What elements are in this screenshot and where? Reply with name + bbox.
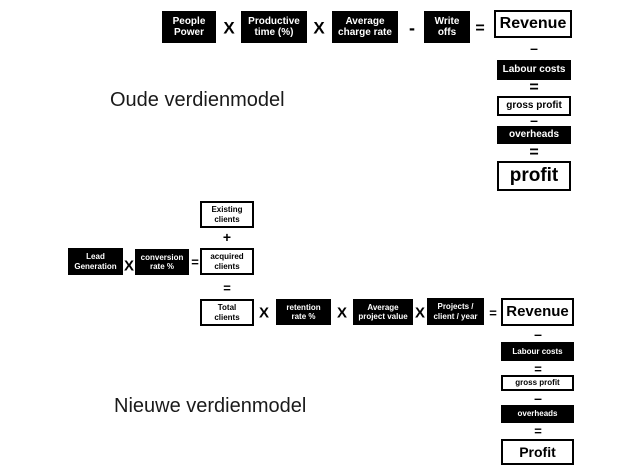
equals-operator: = bbox=[489, 305, 497, 321]
minus-operator: - bbox=[409, 18, 415, 38]
multiply-operator: X bbox=[336, 304, 348, 322]
profit-box-new: Profit bbox=[501, 439, 574, 465]
write-offs-box: Write offs bbox=[424, 11, 470, 43]
equals-operator: = bbox=[534, 423, 542, 439]
plus-operator: + bbox=[222, 229, 232, 245]
equals-operator: = bbox=[475, 20, 485, 37]
equals-operator: = bbox=[191, 254, 199, 270]
total-clients-box: Total clients bbox=[200, 299, 254, 326]
oude-verdienmodel-caption: Oude verdienmodel bbox=[110, 89, 285, 111]
retention-rate-box: retention rate % bbox=[276, 299, 331, 325]
gross-profit-box: gross profit bbox=[497, 96, 571, 116]
gross-profit-box-new: gross profit bbox=[501, 375, 574, 391]
nieuwe-verdienmodel-caption: Nieuwe verdienmodel bbox=[114, 395, 307, 417]
equals-operator: = bbox=[529, 144, 539, 161]
subtract-operator: – bbox=[534, 326, 542, 342]
average-project-value-box: Average project value bbox=[353, 299, 413, 325]
labour-costs-box: Labour costs bbox=[497, 60, 571, 80]
profit-box: profit bbox=[497, 161, 571, 191]
overheads-box-new: overheads bbox=[501, 405, 574, 423]
average-charge-rate-box: Average charge rate bbox=[332, 11, 398, 43]
overheads-box: overheads bbox=[497, 126, 571, 144]
equals-operator: = bbox=[534, 361, 542, 377]
productive-time-box: Productive time (%) bbox=[241, 11, 307, 43]
multiply-operator: X bbox=[414, 304, 426, 322]
multiply-operator: X bbox=[123, 257, 135, 275]
revenue-box-new: Revenue bbox=[501, 298, 574, 326]
subtract-operator: – bbox=[534, 390, 542, 406]
acquired-clients-box: acquired clients bbox=[200, 248, 254, 275]
multiply-operator: X bbox=[258, 304, 270, 322]
projects-per-client-box: Projects / client / year bbox=[427, 298, 484, 325]
conversion-rate-box: conversion rate % bbox=[135, 249, 189, 275]
multiply-operator: X bbox=[313, 18, 325, 38]
equals-operator: = bbox=[223, 280, 231, 296]
existing-clients-box: Existing clients bbox=[200, 201, 254, 228]
lead-generation-box: Lead Generation bbox=[68, 248, 123, 275]
revenue-box: Revenue bbox=[494, 10, 572, 38]
multiply-operator: X bbox=[223, 18, 235, 38]
subtract-operator: – bbox=[530, 112, 538, 128]
equals-operator: = bbox=[529, 79, 539, 96]
subtract-operator: – bbox=[530, 40, 538, 56]
people-power-box: People Power bbox=[162, 11, 216, 43]
labour-costs-box-new: Labour costs bbox=[501, 342, 574, 361]
